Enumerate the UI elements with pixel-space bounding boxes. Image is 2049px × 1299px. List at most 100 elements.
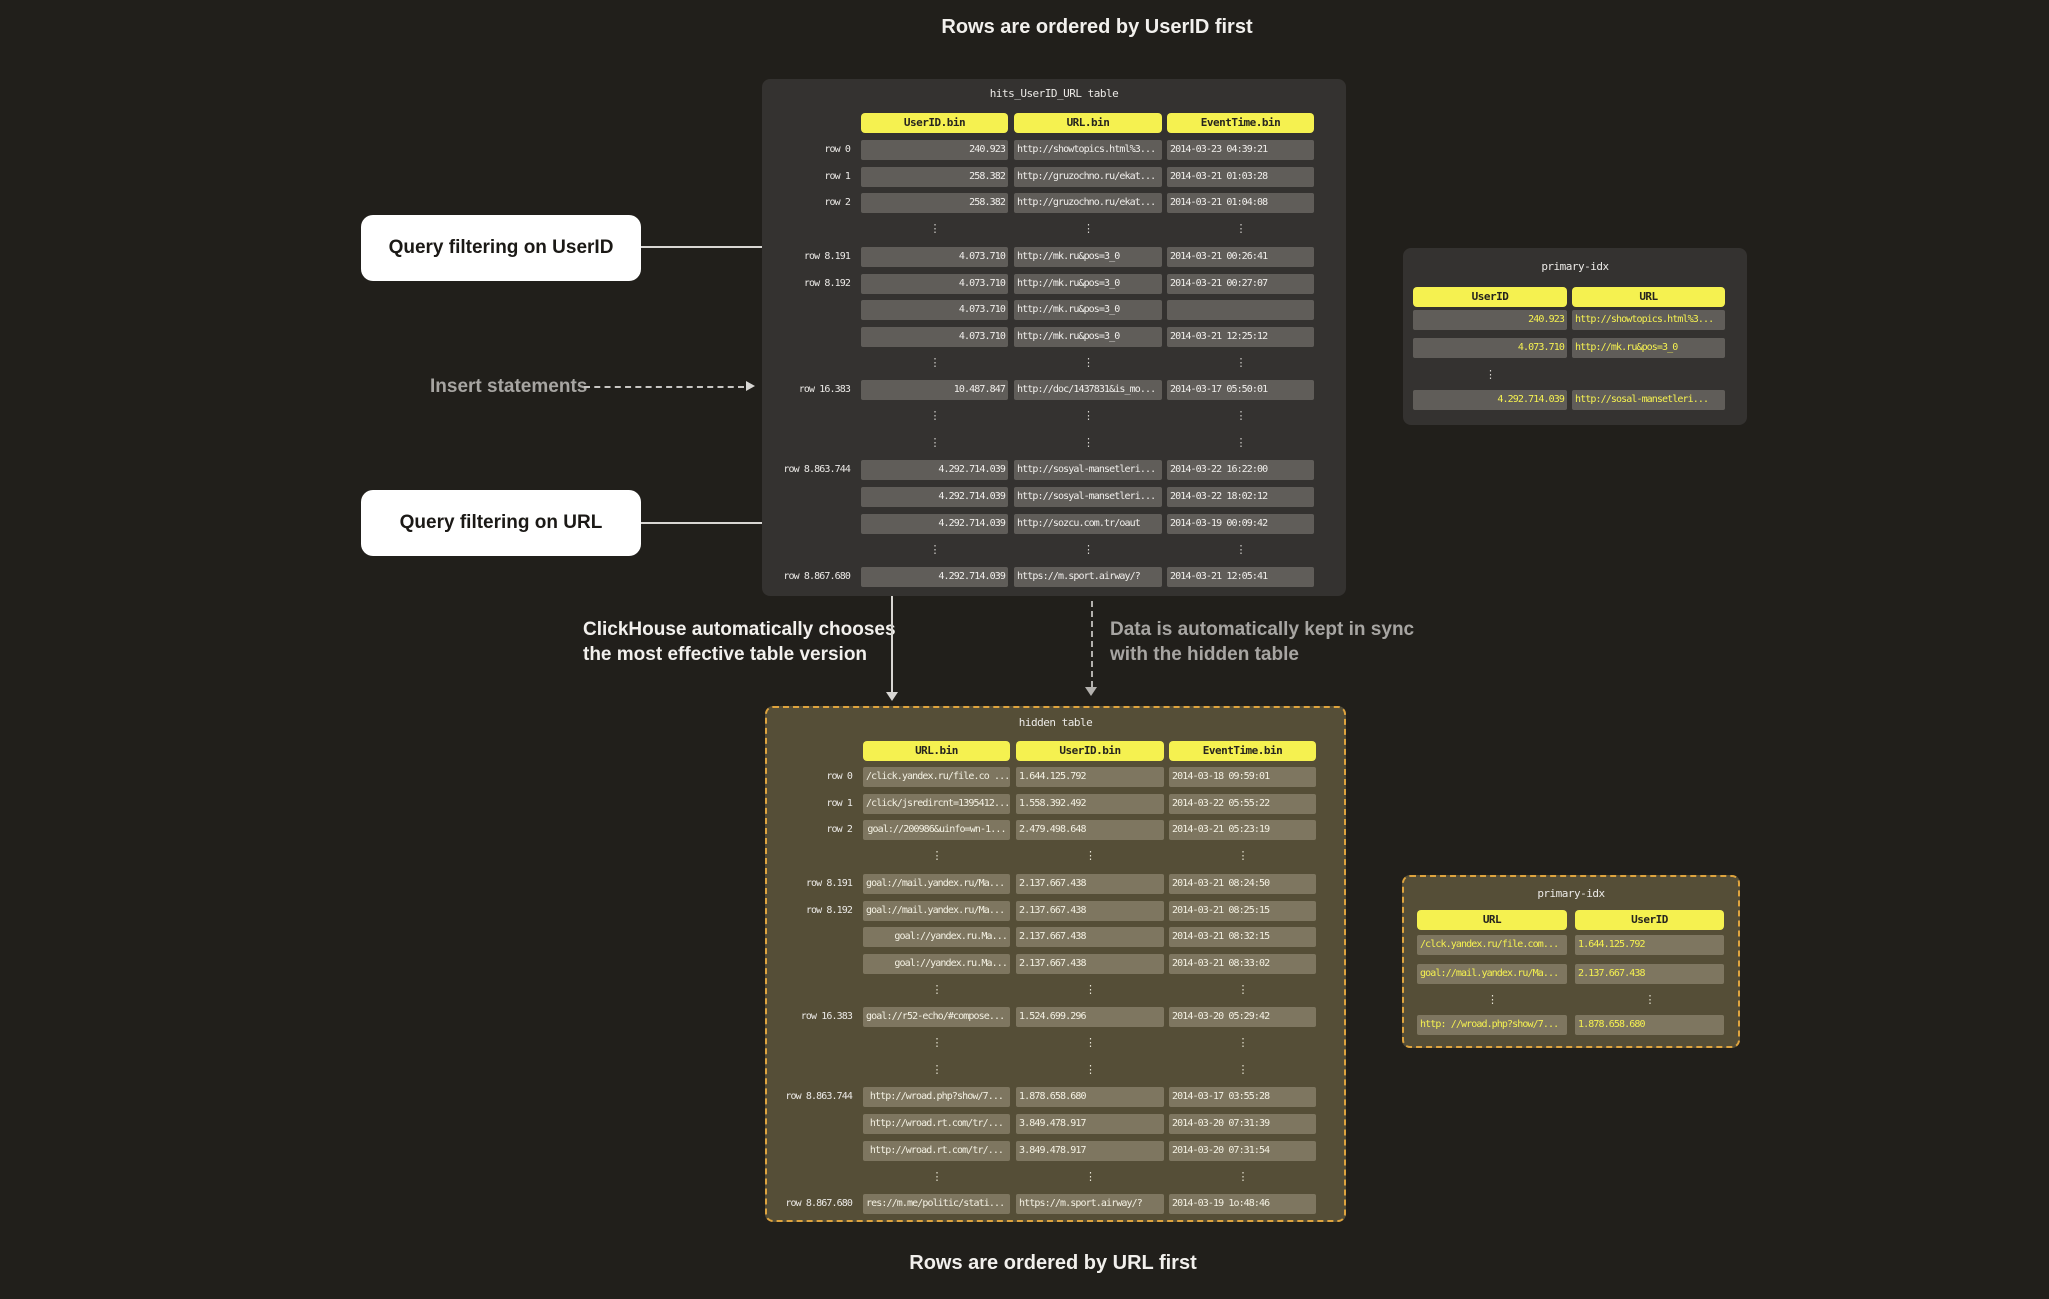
hits-table-title: hits_UserID_URL table bbox=[989, 87, 1119, 100]
hits-table-column-header: EventTime.bin bbox=[1167, 113, 1314, 133]
hits-table-row-label: row 8.863.744 bbox=[783, 464, 850, 476]
sync-arrowhead-icon bbox=[1085, 687, 1097, 696]
hidden-table-cell: goal://mail.yandex.ru/Ma... bbox=[863, 900, 1010, 921]
hits-table-cell: 240.923 bbox=[861, 140, 1008, 160]
primary-idx-bottom-dots: ⋮ bbox=[1486, 993, 1498, 1006]
primary-idx-top-cell: http://showtopics.html%3... bbox=[1572, 310, 1725, 330]
hidden-table-cell: 2014-03-22 05:55:22 bbox=[1169, 793, 1316, 814]
hidden-table-cell: 2014-03-20 07:31:54 bbox=[1169, 1140, 1316, 1161]
primary-idx-top-column-header: UserID bbox=[1413, 287, 1567, 307]
chooses-text-line2: the most effective table version bbox=[583, 644, 868, 665]
hits-table-dots: ⋮ bbox=[1082, 409, 1094, 422]
hits-table-row-label: row 8.867.680 bbox=[783, 571, 850, 583]
hidden-table-dots: ⋮ bbox=[931, 1036, 942, 1049]
primary-idx-bottom-cell: 1.878.658.680 bbox=[1575, 1015, 1724, 1035]
hits-table-cell: 4.292.714.039 bbox=[861, 513, 1008, 534]
hits-table-cell: http://mk.ru&pos=3_0 bbox=[1014, 273, 1162, 294]
hidden-table-dots: ⋮ bbox=[931, 1169, 942, 1183]
hits-table-dots: ⋮ bbox=[1235, 542, 1246, 556]
chooses-text: ClickHouse automatically chooses the mos… bbox=[583, 617, 913, 667]
hidden-table-cell: 2014-03-21 08:24:50 bbox=[1169, 873, 1316, 894]
hidden-table-cell: goal://200986&uinfo=wn-1... bbox=[863, 820, 1010, 841]
hits-table-dots: ⋮ bbox=[1082, 355, 1094, 369]
hits-table-dots: ⋮ bbox=[1235, 409, 1246, 422]
hits-table-cell: 258.382 bbox=[861, 166, 1008, 187]
hidden-table-cell: goal://yandex.ru.Ma... bbox=[863, 927, 1010, 948]
hidden-table-cell: 3.849.478.917 bbox=[1016, 1140, 1164, 1161]
hits-table-cell: http://showtopics.html%3... bbox=[1014, 140, 1162, 160]
hidden-table-cell: 1.524.699.296 bbox=[1016, 1007, 1164, 1028]
hits-table-row-label: row 1 bbox=[824, 170, 851, 182]
primary-idx-bottom-dots: ⋮ bbox=[1644, 993, 1655, 1006]
hits-table-cell: http://sosyal-mansetleri... bbox=[1014, 460, 1162, 481]
hits-table-cell: http://gruzochno.ru/ekat... bbox=[1014, 193, 1162, 214]
hidden-table-cell: 2014-03-21 08:32:15 bbox=[1169, 927, 1316, 948]
query-filtering-userid-label: Query filtering on UserID bbox=[388, 237, 614, 258]
hidden-table-cell: res://m.me/politic/stati... bbox=[863, 1194, 1010, 1215]
insert-arrow-line bbox=[584, 386, 744, 388]
hits-table-cell: http://gruzochno.ru/ekat... bbox=[1014, 166, 1162, 187]
hits-table-cell: 2014-03-17 05:50:01 bbox=[1167, 380, 1314, 401]
hidden-table-cell: http://wroad.rt.com/tr/... bbox=[863, 1140, 1010, 1161]
query-url-arrowhead-icon bbox=[886, 692, 898, 701]
hidden-table-cell: http://wroad.rt.com/tr/... bbox=[863, 1114, 1010, 1135]
primary-idx-top-cell: http://sosal-mansetleri... bbox=[1572, 390, 1725, 410]
hits-table-cell: http://mk.ru&pos=3_0 bbox=[1014, 246, 1162, 267]
hits-table-dots: ⋮ bbox=[1082, 222, 1094, 236]
query-filtering-url-label: Query filtering on URL bbox=[399, 512, 603, 533]
hidden-table-column-header: EventTime.bin bbox=[1169, 741, 1316, 761]
primary-idx-bottom-cell: 1.644.125.792 bbox=[1575, 935, 1724, 955]
hidden-table-dots: ⋮ bbox=[1084, 982, 1096, 996]
hits-table-dots: ⋮ bbox=[929, 222, 940, 236]
insert-arrowhead-icon bbox=[746, 381, 755, 391]
bottom-title: Rows are ordered by URL first bbox=[909, 1252, 1197, 1274]
query-url-arrow-vline bbox=[891, 522, 893, 692]
hits-table-cell: 2014-03-22 16:22:00 bbox=[1167, 460, 1314, 481]
hits-table-dots: ⋮ bbox=[1235, 222, 1246, 236]
hidden-table-dots: ⋮ bbox=[1237, 1169, 1248, 1183]
hits-table-dots: ⋮ bbox=[929, 409, 940, 422]
hidden-table-cell: 2.479.498.648 bbox=[1016, 820, 1164, 841]
hidden-table-dots: ⋮ bbox=[1237, 982, 1248, 996]
hits-table-dots: ⋮ bbox=[929, 355, 940, 369]
hidden-table-row-label: row 16.383 bbox=[800, 1011, 853, 1023]
hits-table-row-label: row 16.383 bbox=[798, 384, 851, 396]
hits-table-cell: http://doc/1437831&is_mo... bbox=[1014, 380, 1162, 401]
primary-idx-bottom-column-header: URL bbox=[1417, 910, 1567, 930]
hits-table-cell: 4.292.714.039 bbox=[861, 567, 1008, 588]
hits-table-cell: 4.073.710 bbox=[861, 273, 1008, 294]
hidden-table-dots: ⋮ bbox=[1084, 1036, 1096, 1049]
primary-idx-bottom-cell: 2.137.667.438 bbox=[1575, 964, 1724, 984]
hits-table-cell: 2014-03-19 00:09:42 bbox=[1167, 513, 1314, 534]
primary-idx-bottom-cell: http: //wroad.php?show/7... bbox=[1417, 1015, 1567, 1035]
hidden-table-cell: 1.644.125.792 bbox=[1016, 767, 1164, 787]
sync-text-line2: with the hidden table bbox=[1110, 644, 1299, 665]
query-filtering-userid-box: Query filtering on UserID bbox=[361, 215, 641, 281]
primary-idx-bottom-cell: /clck.yandex.ru/file.com... bbox=[1417, 935, 1567, 955]
hidden-table-cell: 2014-03-18 09:59:01 bbox=[1169, 767, 1316, 787]
hidden-table-dots: ⋮ bbox=[931, 1062, 942, 1076]
hits-table-cell: 2014-03-21 00:27:07 bbox=[1167, 273, 1314, 294]
hits-table-cell: 2014-03-21 12:25:12 bbox=[1167, 326, 1314, 347]
top-title: Rows are ordered by UserID first bbox=[941, 16, 1253, 38]
hidden-table-cell: https://m.sport.airway/? bbox=[1016, 1194, 1164, 1215]
hits-table-cell: https://m.sport.airway/? bbox=[1014, 567, 1162, 588]
hidden-table-dots: ⋮ bbox=[931, 982, 942, 996]
hidden-table-cell: 2014-03-21 05:23:19 bbox=[1169, 820, 1316, 841]
hidden-table-column-header: URL.bin bbox=[863, 741, 1010, 761]
hidden-table-dots: ⋮ bbox=[1237, 1036, 1248, 1049]
hidden-table-cell: 2.137.667.438 bbox=[1016, 873, 1164, 894]
hits-table-cell: 10.487.847 bbox=[861, 380, 1008, 401]
hidden-table-cell: 2014-03-19 1o:48:46 bbox=[1169, 1194, 1316, 1215]
hidden-table-cell: 2014-03-21 08:25:15 bbox=[1169, 900, 1316, 921]
hits-table-cell: http://mk.ru&pos=3_0 bbox=[1014, 326, 1162, 347]
hidden-table-cell: http://wroad.php?show/7... bbox=[863, 1087, 1010, 1108]
hidden-table-cell: 1.558.392.492 bbox=[1016, 793, 1164, 814]
query-filtering-url-box: Query filtering on URL bbox=[361, 490, 641, 556]
hidden-table-cell: goal://r52-echo/#compose... bbox=[863, 1007, 1010, 1028]
hits-table-cell: 2014-03-23 04:39:21 bbox=[1167, 140, 1314, 160]
hits-table-cell: 258.382 bbox=[861, 193, 1008, 214]
hits-table-row-label: row 0 bbox=[824, 144, 851, 155]
